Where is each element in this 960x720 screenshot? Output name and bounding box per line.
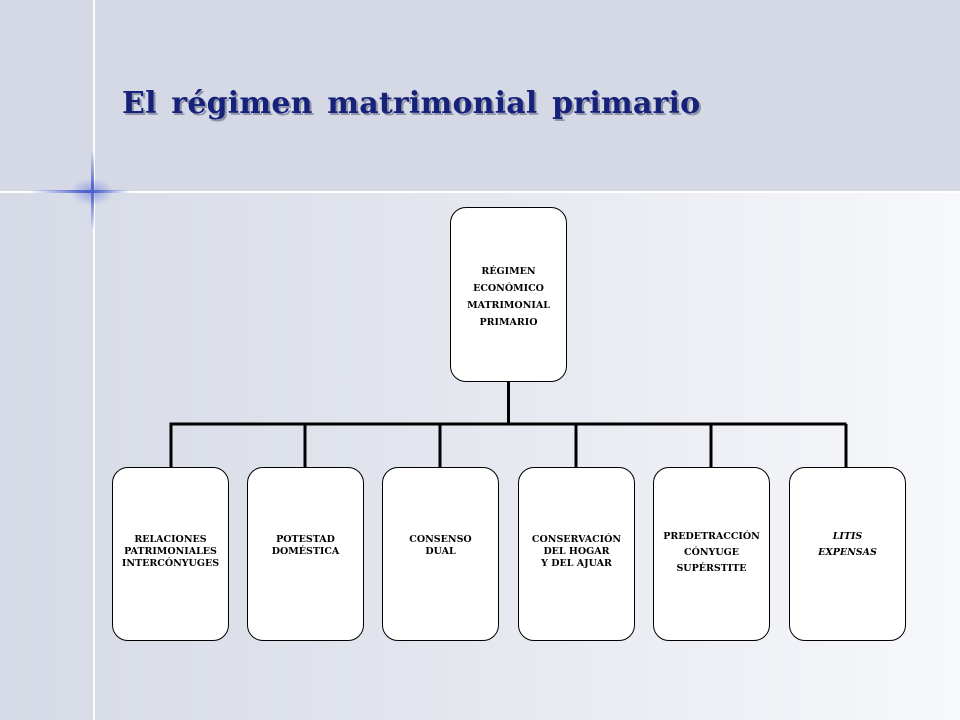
slide-title: El régimen matrimonial primario: [122, 86, 701, 121]
header-band: [0, 0, 960, 192]
child-node-label: RELACIONES PATRIMONIALES INTERCÓNYUGES: [121, 534, 220, 569]
child-node-label: CONSERVACIÓN DEL HOGAR Y DEL AJUAR: [531, 534, 622, 569]
child-node-label: CONSENSO DUAL: [409, 534, 472, 557]
child-node-predetraccion-conyuge: PREDETRACCIÓN CÓNYUGE SUPÉRSTITE: [653, 467, 770, 641]
header-divider: [0, 191, 960, 193]
child-node-label: POTESTAD DOMÉSTICA: [271, 534, 340, 557]
child-node-relaciones-patrimoniales: RELACIONES PATRIMONIALES INTERCÓNYUGES: [112, 467, 229, 641]
child-node-conservacion-hogar: CONSERVACIÓN DEL HOGAR Y DEL AJUAR: [518, 467, 635, 641]
root-node-label: RÉGIMEN ECONÓMICO MATRIMONIAL PRIMARIO: [467, 266, 550, 328]
child-node-consenso-dual: CONSENSO DUAL: [382, 467, 499, 641]
decorative-cross-glow: [70, 178, 114, 206]
root-node: RÉGIMEN ECONÓMICO MATRIMONIAL PRIMARIO: [450, 207, 567, 382]
child-node-label: LITIS EXPENSAS: [818, 531, 877, 558]
child-node-litis-expensas: LITIS EXPENSAS: [789, 467, 906, 641]
child-node-potestad-domestica: POTESTAD DOMÉSTICA: [247, 467, 364, 641]
child-node-label: PREDETRACCIÓN CÓNYUGE SUPÉRSTITE: [663, 531, 760, 574]
decorative-vertical-line: [93, 0, 95, 720]
